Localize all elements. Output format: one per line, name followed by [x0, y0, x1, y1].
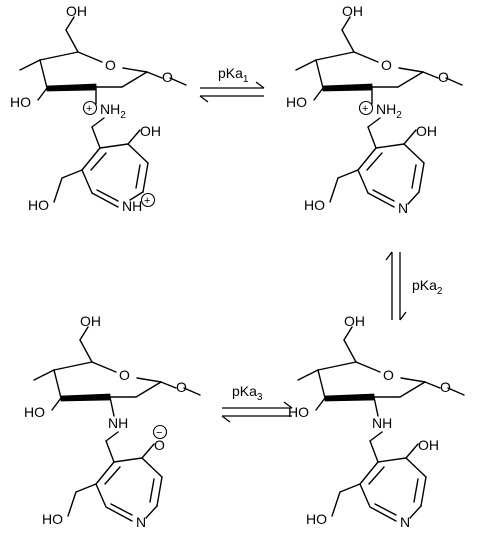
atom-ring-o: O [119, 367, 130, 383]
pyridine-ring: OH HO N [304, 123, 437, 216]
atom-amine: NH2 [100, 101, 126, 121]
atom-amine: NH [372, 415, 392, 431]
atom-oh-left: HO [24, 404, 45, 420]
atom-amine: NH [108, 415, 128, 431]
atom-sugar-oh: OH [344, 313, 365, 329]
sugar-ring: OH O O HO [286, 3, 463, 110]
molecule-1-dication: OH O O HO + NH2 OH [10, 3, 187, 214]
atom-oh-left: HO [10, 94, 31, 110]
atom-oh-left: HO [286, 94, 307, 110]
atom-ring-o: O [105, 57, 116, 73]
positive-charge-icon [358, 100, 374, 116]
atom-oh-left: HO [288, 404, 309, 420]
atom-pyridine-n: N [136, 514, 146, 530]
sugar-ring: OH O O HO [24, 313, 201, 420]
atom-pyridine-n: NH [122, 198, 142, 214]
positive-charge-icon [82, 100, 98, 116]
amine-group: NH [105, 415, 128, 463]
atom-amine: NH2 [376, 101, 402, 121]
positive-charge-icon [140, 192, 156, 208]
atom-hydroxymethyl: HO [306, 511, 327, 527]
equilibrium-arrow-pka1: pKa1 [199, 65, 265, 103]
pyridine-charge: + [144, 195, 150, 207]
pka3-label: pKa3 [232, 383, 263, 403]
atom-ring-o-methyl: O [438, 69, 449, 85]
amine-group: + NH2 [358, 100, 402, 149]
atom-hydroxymethyl: HO [42, 511, 63, 527]
atom-ring-o: O [381, 57, 392, 73]
atom-phenolate: O [154, 437, 165, 453]
atom-ring-o-methyl: O [162, 69, 173, 85]
sugar-ring: OH O O HO [10, 3, 187, 110]
atom-phenol: OH [416, 123, 437, 139]
negative-charge-icon [152, 424, 168, 440]
atom-ring-o-methyl: O [440, 379, 451, 395]
amine-charge: + [362, 103, 368, 115]
sugar-ring: OH O O HO [288, 313, 465, 420]
atom-hydroxymethyl: HO [304, 197, 325, 213]
atom-hydroxymethyl: HO [28, 197, 49, 213]
amine-group: + NH2 [82, 100, 126, 149]
atom-sugar-oh: OH [342, 3, 363, 19]
amine-charge: + [86, 103, 92, 115]
atom-phenol: OH [140, 123, 161, 139]
atom-phenol: OH [418, 437, 439, 453]
pka2-label: pKa2 [412, 277, 443, 297]
pyridine-ring: O − HO N [42, 424, 168, 530]
atom-ring-o: O [383, 367, 394, 383]
phenolate-charge: − [156, 427, 162, 439]
molecule-4-neutral: OH O O HO NH OH HO N [288, 313, 465, 530]
equilibrium-arrow-pka2: pKa2 [385, 251, 443, 321]
atom-ring-o-methyl: O [176, 379, 187, 395]
pka1-label: pKa1 [218, 65, 249, 85]
amine-group: NH [369, 415, 392, 463]
molecule-2-cation: OH O O HO + NH2 OH HO [286, 3, 463, 216]
atom-pyridine-n: N [398, 200, 408, 216]
molecule-3-anion: OH O O HO NH O − HO [24, 313, 201, 530]
pyridine-ring: OH HO N [306, 437, 439, 530]
pyridine-ring: OH HO NH + [28, 123, 161, 214]
atom-pyridine-n: N [400, 514, 410, 530]
equilibrium-arrow-pka3: pKa3 [221, 383, 293, 423]
atom-sugar-oh: OH [80, 313, 101, 329]
atom-sugar-oh: OH [66, 3, 87, 19]
